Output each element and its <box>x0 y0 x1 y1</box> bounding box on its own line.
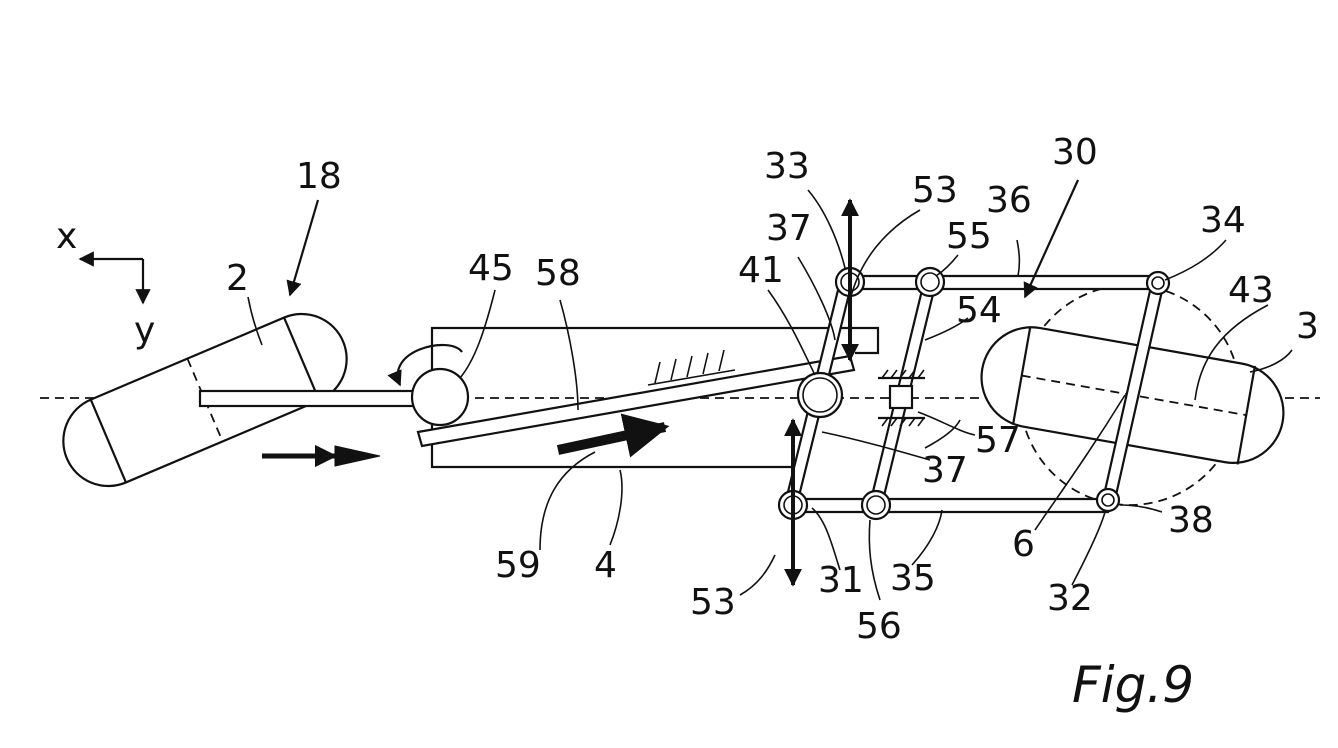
connecting-rod <box>198 389 427 408</box>
label-3: 3 <box>1296 306 1319 347</box>
label-57: 57 <box>975 420 1021 461</box>
pivot-joint-55 <box>914 266 946 298</box>
label-33: 33 <box>764 146 810 187</box>
label-2: 2 <box>226 258 249 299</box>
label-41: 41 <box>738 250 784 291</box>
label-38: 38 <box>1168 500 1214 541</box>
y-axis-label: y <box>134 310 155 351</box>
label-55: 55 <box>946 216 992 257</box>
label-32: 32 <box>1047 578 1093 619</box>
joint-45 <box>410 367 470 427</box>
pivot-joint-56 <box>860 489 892 521</box>
coordinate-axes: x y <box>56 216 155 351</box>
label-58: 58 <box>535 253 581 294</box>
label-45: 45 <box>468 248 514 289</box>
label-31: 31 <box>818 560 864 601</box>
x-axis-label: x <box>56 216 77 257</box>
comb-element <box>647 349 736 386</box>
motion-arrow-59 <box>556 413 670 458</box>
label-34: 34 <box>1200 200 1246 241</box>
bearing-57 <box>878 369 925 427</box>
label-59: 59 <box>495 545 541 586</box>
label-6: 6 <box>1012 524 1035 565</box>
label-43: 43 <box>1228 270 1274 311</box>
leader-lines <box>247 179 1293 601</box>
label-53-bottom: 53 <box>690 582 736 623</box>
joint-41 <box>796 371 844 419</box>
rotation-arrow-icon <box>387 343 463 387</box>
label-35: 35 <box>890 558 936 599</box>
pivot-joint-32 <box>1095 487 1121 513</box>
label-56: 56 <box>856 606 902 647</box>
pivot-joint-34 <box>1145 270 1171 296</box>
label-18: 18 <box>296 156 342 197</box>
label-53-top: 53 <box>912 170 958 211</box>
label-54: 54 <box>956 290 1002 331</box>
slanted-bar-58 <box>416 354 856 448</box>
label-37-top: 37 <box>766 208 812 249</box>
joint-41-inner <box>802 377 838 413</box>
label-30: 30 <box>1052 132 1098 173</box>
label-36: 36 <box>986 180 1032 221</box>
double-arrow-icon <box>262 444 381 468</box>
label-37-bottom: 37 <box>922 450 968 491</box>
figure-title: Fig.9 <box>1072 656 1194 714</box>
label-4: 4 <box>594 545 617 586</box>
